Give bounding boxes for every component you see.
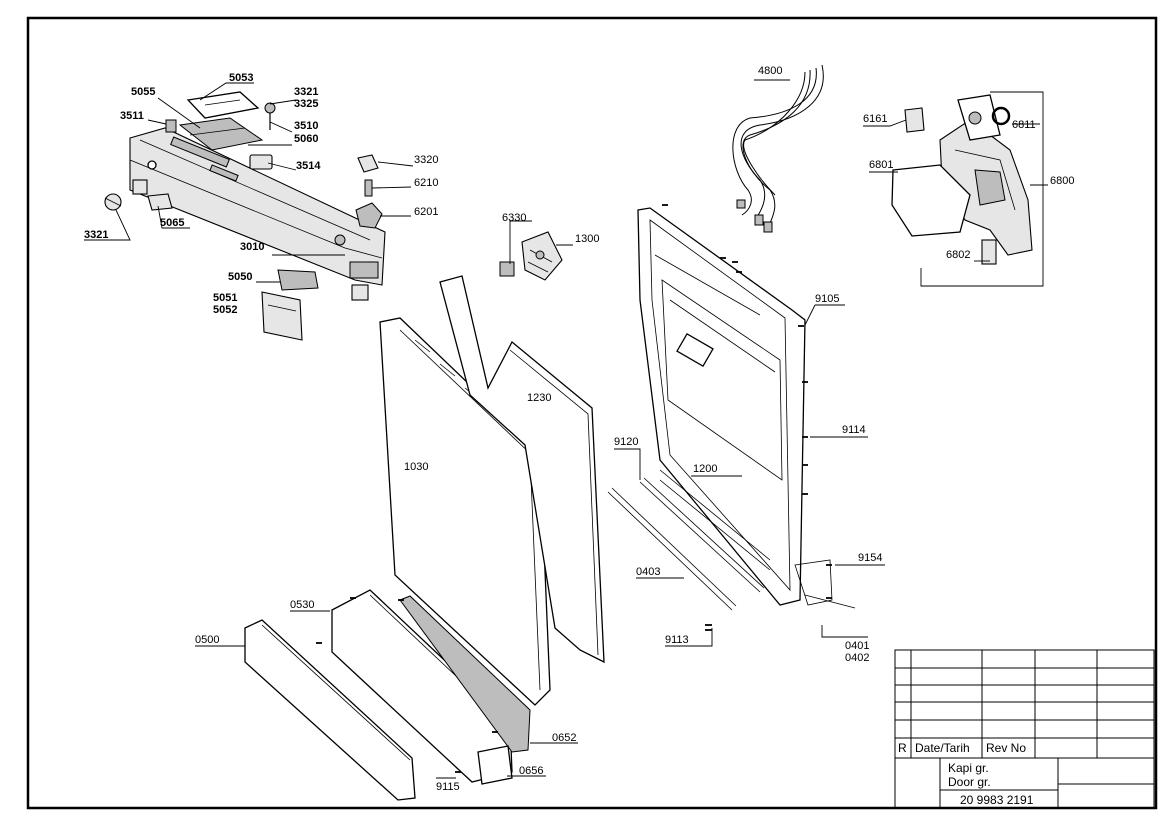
part-6201 [355, 202, 383, 229]
label-3511: 3511 [120, 110, 144, 122]
label-6210: 6210 [414, 177, 438, 189]
label-9154: 9154 [858, 552, 882, 564]
kick-plate-0500 [244, 619, 416, 801]
outer-door-1030 [379, 317, 551, 706]
label-4800: 4800 [758, 65, 782, 77]
drawing-title-tr: Kapi gr. [948, 761, 989, 775]
part-0656 [477, 745, 513, 785]
label-9115: 9115 [436, 781, 460, 793]
label-9113: 9113 [665, 634, 689, 646]
part-5065 [147, 193, 173, 211]
label-0530: 0530 [290, 599, 314, 611]
date-header: Date/Tarih [915, 741, 970, 755]
label-3010: 3010 [240, 241, 264, 253]
label-0401: 0401 [845, 640, 869, 652]
label-3321-left: 3321 [84, 229, 108, 241]
label-9120: 9120 [614, 436, 638, 448]
control-panel-3010 [129, 127, 386, 286]
pcb-5050 [277, 269, 319, 291]
plate-0652 [399, 595, 531, 753]
label-6161: 6161 [863, 113, 887, 125]
rev-marker: R [898, 741, 907, 755]
label-3510: 3510 [294, 120, 318, 132]
label-0656: 0656 [519, 765, 543, 777]
rod-0403 [607, 487, 737, 611]
leader-lines [84, 79, 1048, 779]
label-5052: 5052 [213, 304, 237, 316]
rev-header: Rev No [986, 741, 1026, 755]
label-1230: 1230 [527, 392, 551, 404]
dispenser-1300 [499, 231, 563, 281]
label-5065: 5065 [160, 217, 184, 229]
label-1300: 1300 [575, 233, 599, 245]
control-panel-group [104, 91, 386, 341]
keyboard-module-5060 [178, 117, 264, 151]
part-labels: 5053 3321 3325 5055 3511 3510 5060 3514 … [84, 65, 1074, 793]
bracket-0530 [331, 589, 513, 783]
label-9114: 9114 [842, 424, 866, 436]
title-block-text: R Date/Tarih Rev No Kapi gr. Door gr. 20… [898, 741, 1034, 807]
label-3320: 3320 [414, 154, 438, 166]
label-5050: 5050 [228, 271, 252, 283]
label-6800: 6800 [1050, 175, 1074, 187]
seal-ring-6811 [991, 106, 1011, 126]
label-5051: 5051 [213, 292, 237, 304]
label-0500: 0500 [195, 634, 219, 646]
part-6802 [981, 239, 997, 265]
seal-strip-9120 [639, 477, 765, 593]
module-5051 [261, 291, 303, 341]
insulation-1230 [439, 275, 605, 664]
label-3325: 3325 [294, 98, 318, 110]
module-6800 [891, 94, 1033, 265]
membrane-5053 [186, 91, 260, 119]
inner-door-1200 [637, 207, 856, 609]
label-0652: 0652 [552, 732, 576, 744]
label-0402: 0402 [845, 652, 869, 664]
label-6201: 6201 [414, 206, 438, 218]
label-5060: 5060 [294, 133, 318, 145]
label-9105: 9105 [815, 293, 839, 305]
label-6811: 6811 [1012, 119, 1036, 131]
label-1200: 1200 [693, 463, 717, 475]
drawing-frame [26, 16, 1158, 810]
label-0403: 0403 [636, 566, 660, 578]
label-1030: 1030 [404, 461, 428, 473]
label-5055: 5055 [131, 86, 155, 98]
drawing-number: 20 9983 2191 [960, 793, 1034, 807]
label-3514: 3514 [296, 160, 321, 172]
label-6802: 6802 [946, 249, 970, 261]
label-6330: 6330 [502, 212, 526, 224]
label-3321-top: 3321 [294, 86, 318, 98]
label-6801: 6801 [869, 159, 893, 171]
part-3514 [249, 154, 273, 170]
screws [316, 204, 832, 773]
cable-harness-4800 [732, 64, 824, 233]
drawing-title-en: Door gr. [948, 775, 991, 789]
part-6161 [904, 107, 925, 133]
title-block [894, 649, 1155, 809]
gasket-6801 [891, 164, 971, 237]
label-5053: 5053 [229, 72, 253, 84]
